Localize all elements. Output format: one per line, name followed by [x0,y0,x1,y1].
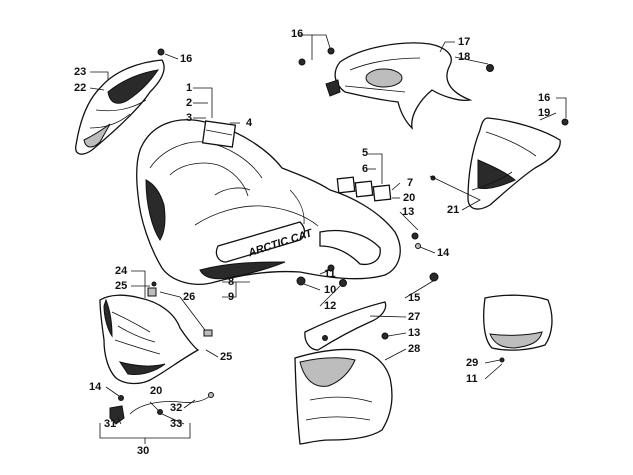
callout-11: 11 [324,268,336,280]
callout-14: 14 [437,247,450,259]
callout-3: 3 [186,112,192,124]
callout-8: 8 [228,276,234,288]
callout-17: 17 [458,36,470,48]
callout-24: 24 [115,265,128,277]
callout-25: 25 [220,351,232,363]
callout-29: 29 [466,357,478,369]
side-cover [483,294,553,363]
callout-14: 14 [89,381,102,393]
front-fender: ARCTIC CAT [136,119,401,285]
side-panel [467,117,569,210]
callout-16: 16 [180,53,192,65]
screw-16-left [157,48,165,56]
callout-11: 11 [466,373,478,385]
callout-16: 16 [291,28,303,40]
callout-9: 9 [228,291,234,303]
callout-22: 22 [74,82,86,94]
callout-26: 26 [183,291,195,303]
callout-2: 2 [186,97,192,109]
callout-13: 13 [402,206,414,218]
callout-25: 25 [115,280,127,292]
callout-21: 21 [447,204,459,216]
front-fascia [99,281,213,401]
callout-28: 28 [408,343,420,355]
callout-20: 20 [150,385,162,397]
leader-lines [89,34,567,444]
callout-6: 6 [362,163,368,175]
callout-20: 20 [403,192,415,204]
callout-13: 13 [408,327,420,339]
callout-15: 15 [408,292,420,304]
callout-30: 30 [137,445,149,457]
decals-5-6-7 [336,176,392,202]
callout-12: 12 [324,300,336,312]
callout-5: 5 [362,147,368,159]
light-assembly [109,392,214,425]
callout-16: 16 [538,92,550,104]
fasteners-fender [296,175,439,287]
headlight-cover [75,59,165,155]
callout-23: 23 [74,66,86,78]
console-cover [298,42,494,130]
callout-18: 18 [458,51,470,63]
callout-4: 4 [246,117,253,129]
splash-guard [294,301,393,445]
callout-19: 19 [538,107,550,119]
callout-27: 27 [408,311,420,323]
callout-32: 32 [170,402,182,414]
callout-10: 10 [324,284,336,296]
callout-1: 1 [186,82,192,94]
callout-7: 7 [407,177,413,189]
decal-1-3 [201,120,237,148]
callout-33: 33 [170,418,182,430]
callout-31: 31 [104,418,116,430]
